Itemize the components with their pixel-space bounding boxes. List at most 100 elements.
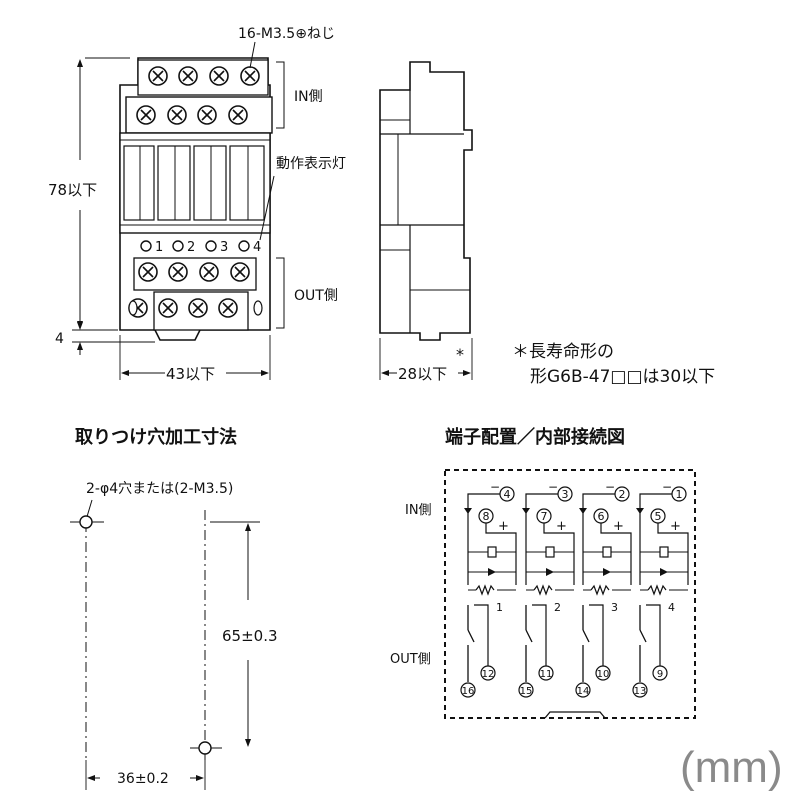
- screw-icon: [209, 66, 229, 86]
- screw-icon: [240, 66, 260, 86]
- resistor-icon: [475, 584, 495, 596]
- mounting-title: 取りつけ穴加工寸法: [75, 426, 237, 448]
- resistor-icon: [647, 584, 667, 596]
- diode-icon: [522, 508, 530, 514]
- coil-icon: [602, 546, 612, 558]
- contact-icon: [525, 629, 533, 643]
- terminal-in-label: IN側: [405, 503, 432, 518]
- long-life-note: ＊長寿命形の: [512, 342, 614, 362]
- minus-sign: −: [662, 480, 672, 494]
- plus-terminal-number: 8: [483, 510, 490, 523]
- out-terminal-number: 10: [597, 669, 610, 680]
- terminal-circle-icon: [632, 682, 648, 698]
- wire: [589, 604, 604, 668]
- plus-terminal-number: 7: [541, 510, 548, 523]
- horizontal-dimension: 36±0.2: [117, 771, 169, 787]
- out-terminal-number: 9: [657, 669, 663, 680]
- hole-icon: [79, 515, 93, 529]
- channel-number: 4: [668, 601, 675, 614]
- height-dimension: 78以下: [48, 181, 97, 199]
- side-view: 28以下 * ＊長寿命形の 形G6B-47□□は30以下: [379, 61, 715, 387]
- screw-icon: [158, 298, 178, 318]
- mounting-slot-icon: [128, 300, 138, 316]
- long-life-model-note: 形G6B-47□□は30以下: [530, 367, 715, 387]
- terminal-circle-icon: [652, 665, 668, 681]
- out-terminal-number: 16: [462, 686, 475, 697]
- screw-icon: [228, 105, 248, 125]
- vertical-dimension: 65±0.3: [222, 627, 278, 645]
- screw-icon: [138, 262, 158, 282]
- plus-sign: +: [670, 519, 681, 534]
- out-terminal-number: 12: [482, 669, 495, 680]
- wire: [525, 493, 558, 585]
- led-number: 4: [253, 240, 261, 255]
- wire: [474, 604, 489, 668]
- diode-icon: [579, 508, 587, 514]
- contact-icon: [639, 629, 647, 643]
- screw-icon: [167, 105, 187, 125]
- screw-icon: [230, 262, 250, 282]
- mounting-hole-drawing: 取りつけ穴加工寸法 2-φ4穴または(2-M3.5) 65±0.3 36±0.2: [70, 426, 278, 790]
- led-number: 1: [155, 240, 163, 255]
- led-number: 3: [220, 240, 228, 255]
- terminal-circle-icon: [480, 665, 496, 681]
- channel-number: 2: [554, 601, 561, 614]
- channel-number: 1: [496, 601, 503, 614]
- led-number: 2: [187, 240, 195, 255]
- plus-terminal-number: 5: [655, 510, 662, 523]
- hole-icon: [198, 741, 212, 755]
- screw-icon: [148, 66, 168, 86]
- screw-icon: [197, 105, 217, 125]
- out-side-label: OUT側: [294, 288, 338, 304]
- coil-icon: [545, 546, 555, 558]
- wire: [485, 523, 517, 585]
- terminal-diagram: 端子配置／内部接続図 IN側 OUT側 −48+11216−37+21115−2…: [390, 426, 696, 719]
- indicator-led-icon: [172, 240, 184, 252]
- screw-icon: [168, 262, 188, 282]
- screw-icon: [218, 298, 238, 318]
- resistor-icon: [590, 584, 610, 596]
- screw-icon: [188, 298, 208, 318]
- terminal-circle-icon: [538, 665, 554, 681]
- plus-sign: +: [556, 519, 567, 534]
- channel-number: 3: [611, 601, 618, 614]
- foot-dimension: 4: [55, 331, 64, 347]
- wire: [467, 493, 500, 585]
- out-terminal-number: 13: [634, 686, 647, 697]
- out-terminal-number: 15: [520, 686, 533, 697]
- wire: [600, 523, 632, 585]
- minus-terminal-number: 4: [504, 488, 511, 501]
- hole-spec-label: 2-φ4穴または(2-M3.5): [86, 481, 233, 497]
- depth-dimension: 28以下: [398, 365, 447, 383]
- terminal-circle-icon: [595, 665, 611, 681]
- terminal-circle-icon: [518, 682, 534, 698]
- screw-icon: [136, 105, 156, 125]
- plus-sign: +: [613, 519, 624, 534]
- width-dimension: 43以下: [166, 365, 215, 383]
- indicator-led-icon: [238, 240, 250, 252]
- screw-icon: [199, 262, 219, 282]
- wire: [657, 523, 689, 585]
- mounting-slot-icon: [253, 300, 263, 316]
- in-side-label: IN側: [294, 89, 323, 105]
- minus-terminal-number: 3: [562, 488, 569, 501]
- plus-sign: +: [498, 519, 509, 534]
- unit-label: (mm): [680, 743, 783, 792]
- minus-terminal-number: 1: [676, 488, 683, 501]
- wire: [639, 493, 672, 585]
- wire: [582, 493, 615, 585]
- front-view: 1 2 3 4 16-M3.5⊕ねじ IN側 動作表示灯 OUT側 78以下: [48, 26, 346, 383]
- long-life-asterisk: *: [456, 345, 464, 364]
- wire: [543, 523, 575, 585]
- terminal-circle-icon: [460, 682, 476, 698]
- contact-icon: [467, 629, 475, 643]
- wire: [646, 604, 661, 668]
- terminal-title: 端子配置／内部接続図: [445, 426, 625, 448]
- diode-icon: [636, 508, 644, 514]
- minus-terminal-number: 2: [619, 488, 626, 501]
- out-terminal-number: 11: [540, 669, 553, 680]
- diode-icon: [464, 508, 472, 514]
- coil-icon: [659, 546, 669, 558]
- screw-icon: [178, 66, 198, 86]
